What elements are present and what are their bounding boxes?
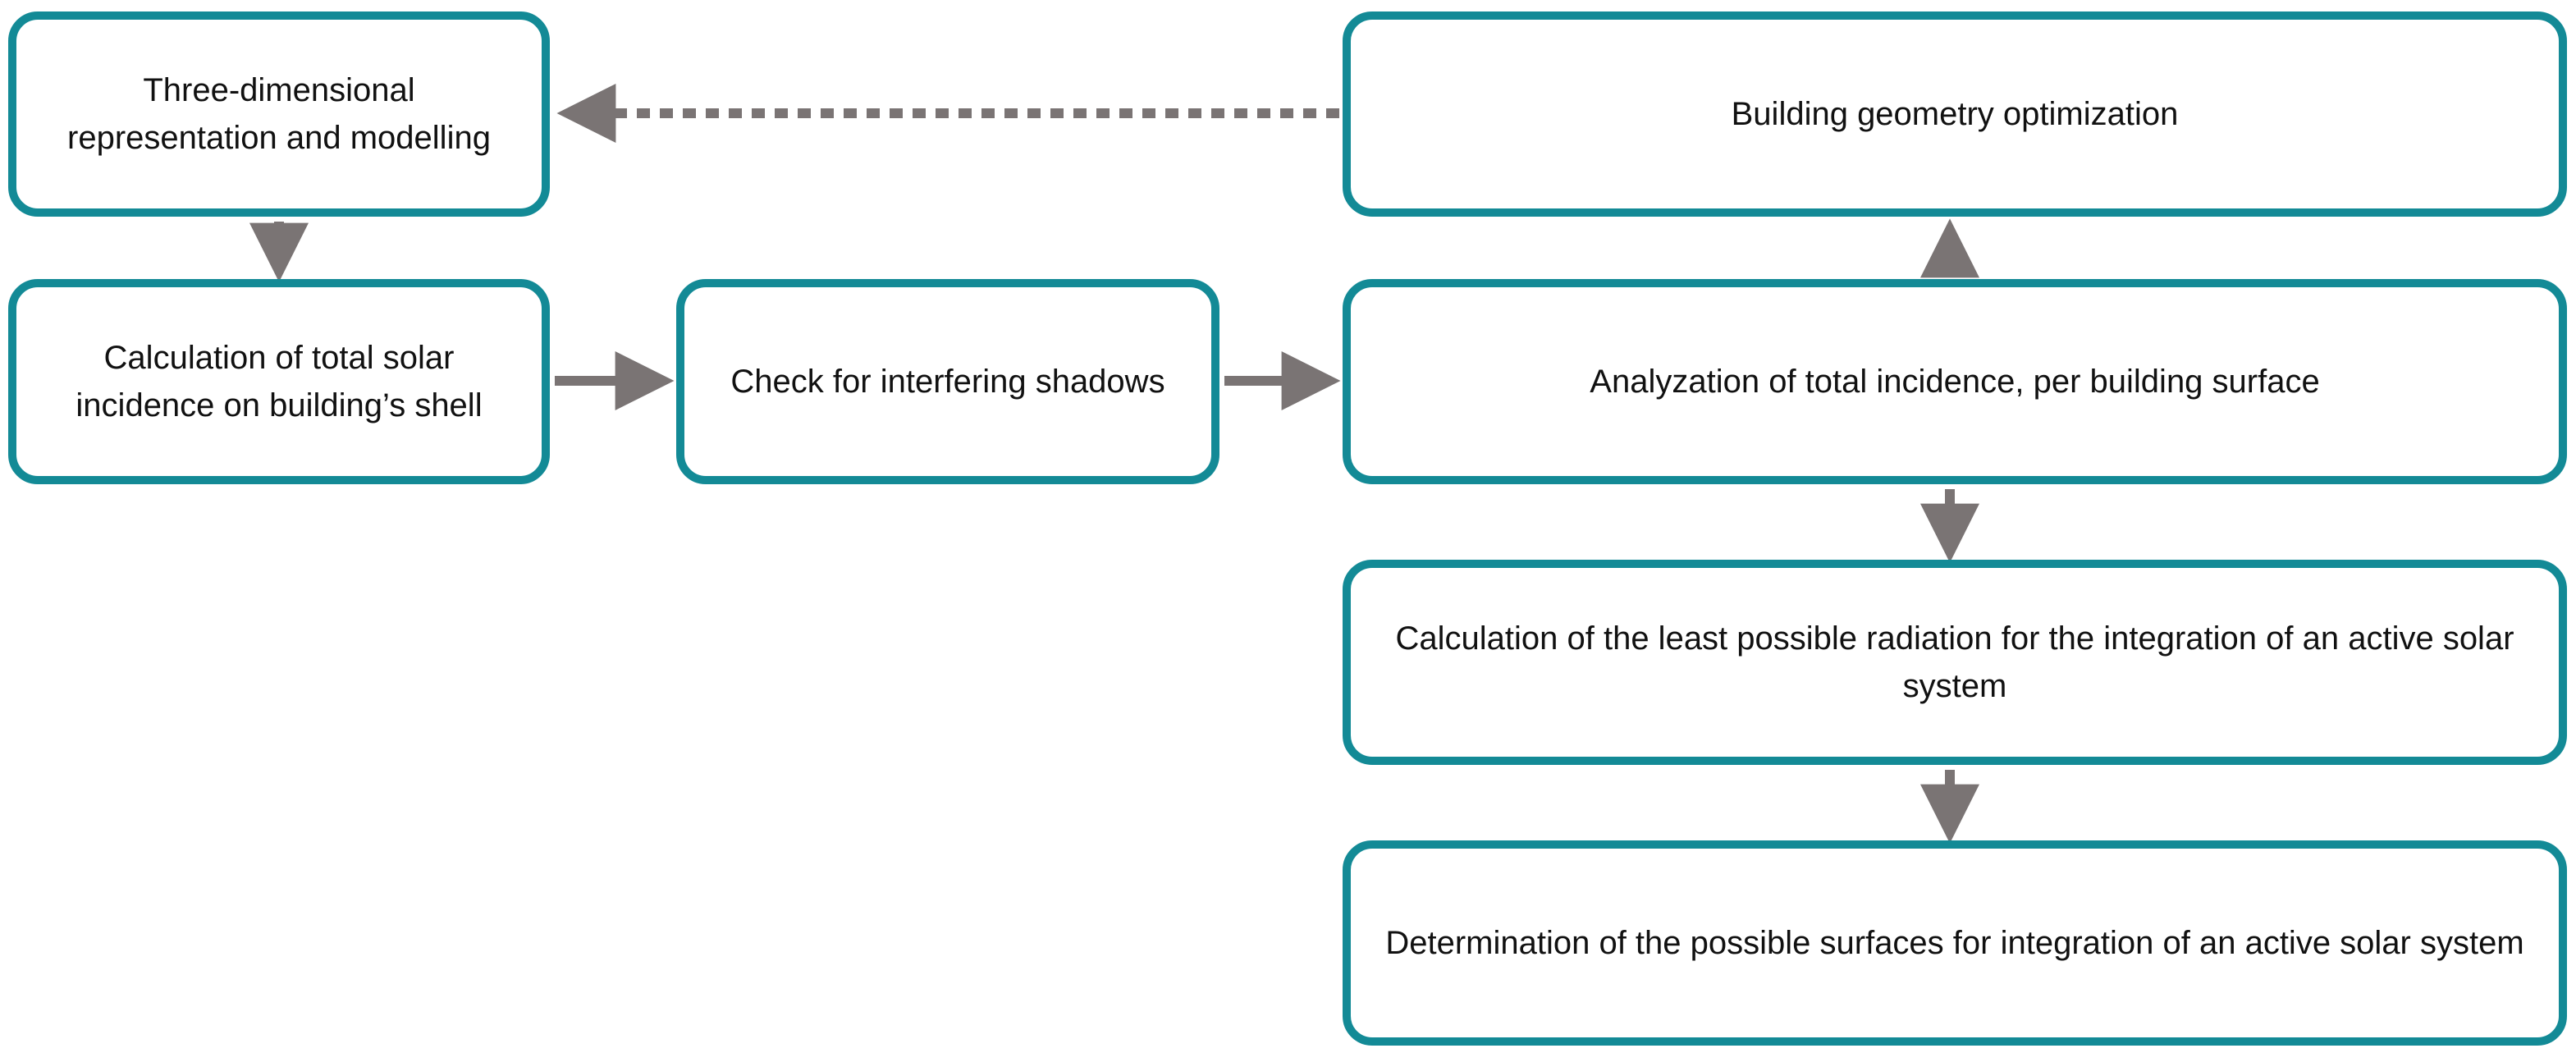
node-building-geometry-optimization: Building geometry optimization <box>1343 11 2567 217</box>
node-check-interfering-shadows: Check for interfering shadows <box>676 279 1219 484</box>
node-label: Determination of the possible surfaces f… <box>1385 925 2524 961</box>
node-analyzation-total-incidence: Analyzation of total incidence, per buil… <box>1343 279 2567 484</box>
node-label: Calculation of total solar incidence on … <box>75 340 483 423</box>
node-label: Check for interfering shadows <box>730 364 1165 400</box>
node-label: Analyzation of total incidence, per buil… <box>1590 364 2320 400</box>
node-determination-possible-surfaces: Determination of the possible surfaces f… <box>1343 840 2567 1046</box>
node-label: Building geometry optimization <box>1731 96 2179 132</box>
node-least-possible-radiation: Calculation of the least possible radiat… <box>1343 560 2567 765</box>
node-label: Calculation of the least possible radiat… <box>1395 620 2514 704</box>
node-three-dimensional-modelling: Three-dimensional representation and mod… <box>8 11 550 217</box>
node-label: Three-dimensional representation and mod… <box>67 72 491 156</box>
node-calculation-total-solar-incidence: Calculation of total solar incidence on … <box>8 279 550 484</box>
